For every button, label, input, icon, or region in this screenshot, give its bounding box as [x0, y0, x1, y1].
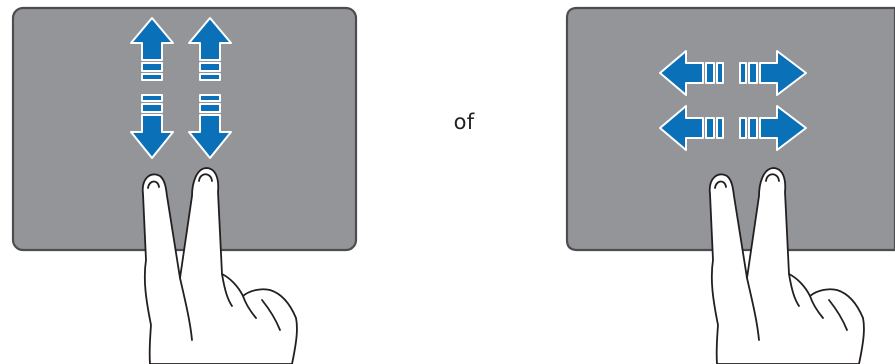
separator-label: of	[444, 110, 484, 134]
left-touchpad	[13, 8, 356, 250]
